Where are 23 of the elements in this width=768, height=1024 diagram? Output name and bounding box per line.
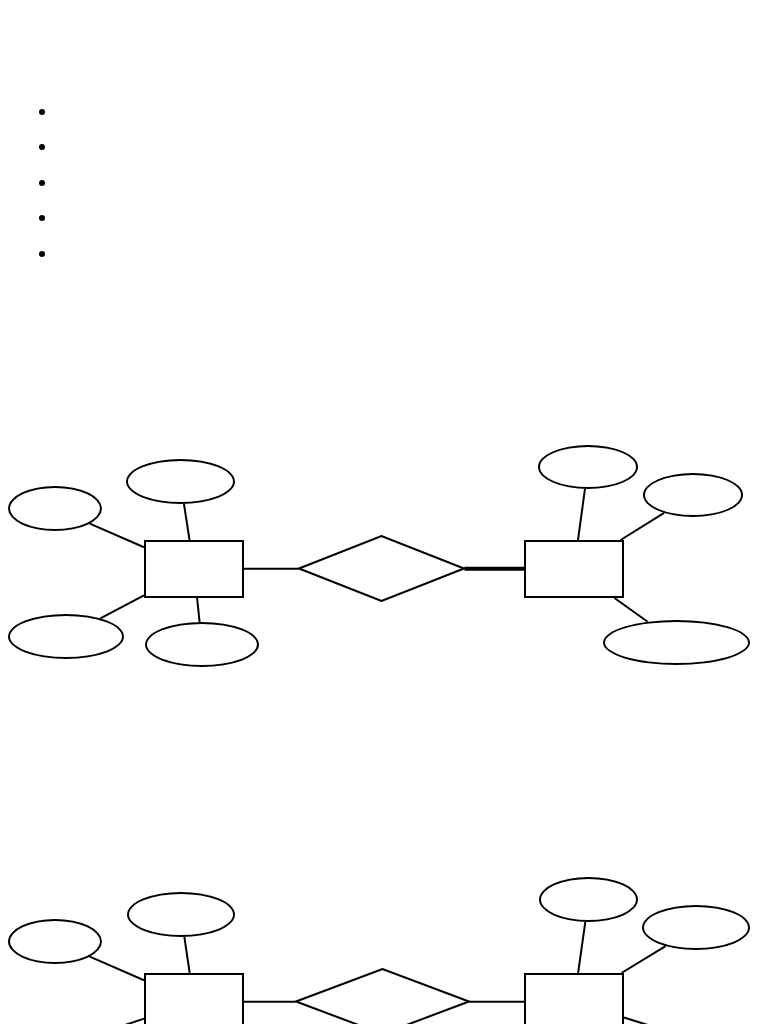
- connector-line: [613, 597, 649, 623]
- entity-box: [524, 540, 624, 598]
- connector-line: [182, 502, 191, 541]
- connector-line: [196, 597, 201, 623]
- connector-line: [577, 920, 587, 974]
- entity-box: [144, 973, 244, 1024]
- connector-line: [243, 567, 300, 570]
- connector-line: [88, 955, 145, 982]
- connector-line: [88, 522, 145, 549]
- entity-box: [524, 973, 624, 1024]
- connector-line: [243, 1000, 297, 1003]
- relationship-diamond: [295, 968, 470, 1024]
- connector-line: [468, 1000, 525, 1003]
- connector-line: [99, 594, 145, 620]
- connector-line: [619, 511, 666, 541]
- attribute-ellipse: [8, 486, 102, 531]
- attribute-ellipse: [8, 919, 102, 964]
- connector-line: [577, 487, 586, 541]
- relationship-diamond: [298, 535, 465, 602]
- entity-box: [144, 540, 244, 598]
- connector-line: [464, 566, 524, 571]
- connector-line: [183, 935, 191, 974]
- connector-line: [620, 945, 667, 974]
